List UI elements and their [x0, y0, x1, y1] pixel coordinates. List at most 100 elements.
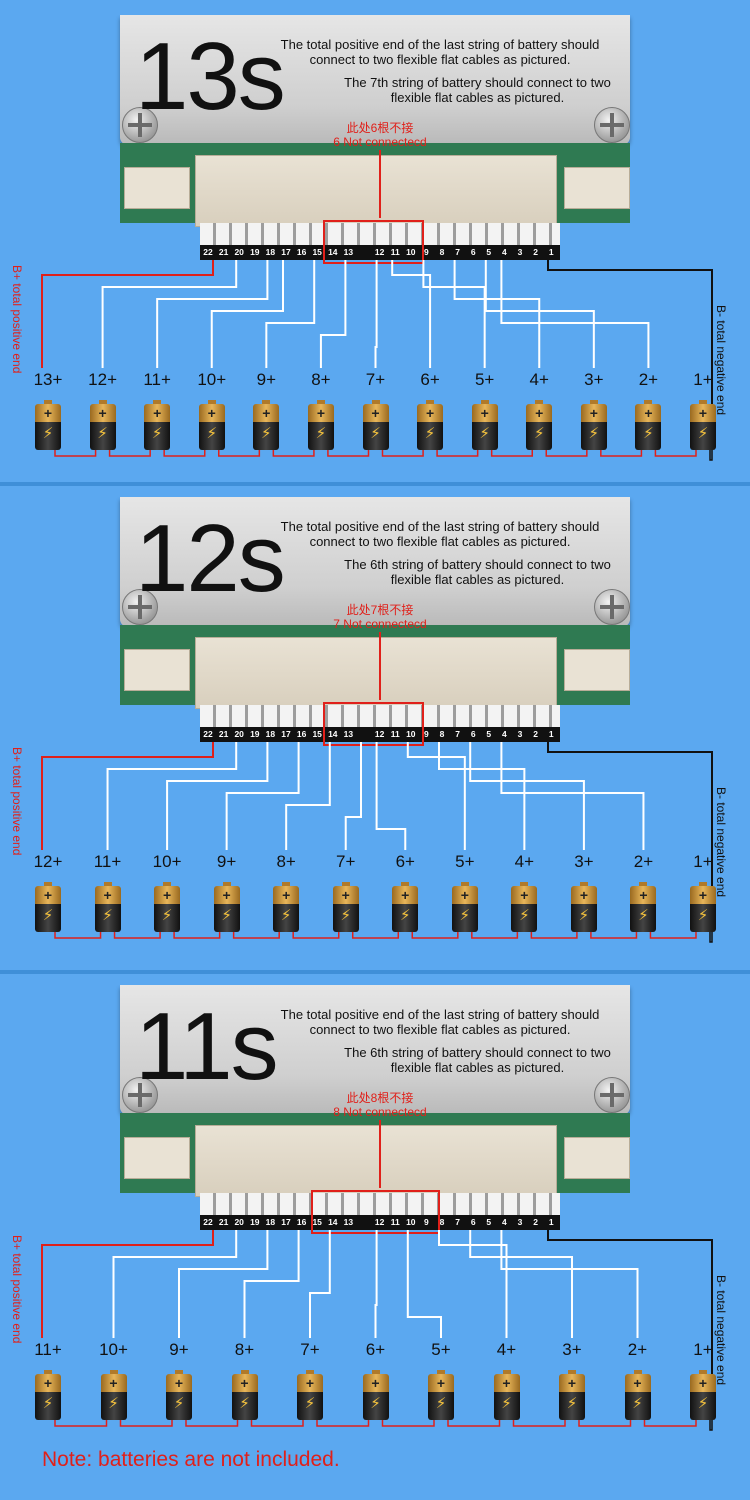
- pin-number-strip: [200, 1215, 560, 1230]
- cell-terminal-label: 6+: [420, 370, 440, 389]
- pin-number: 20: [234, 1217, 244, 1227]
- battery-icon: +⚡: [580, 400, 607, 450]
- screw-icon: [594, 1077, 630, 1113]
- battery-icon: +⚡: [297, 1370, 323, 1420]
- ffc-connector: [195, 1125, 557, 1197]
- side-connector: [124, 649, 190, 691]
- pin-number: 18: [265, 1217, 276, 1227]
- balance-wire: [406, 742, 466, 850]
- pin-number: 1: [548, 247, 554, 257]
- balance-wire: [344, 742, 362, 850]
- balance-wire: [453, 260, 541, 368]
- ffc-pins: [200, 223, 560, 245]
- note-string-connection: The 7th string of battery should connect…: [344, 75, 611, 105]
- battery-icon: +⚡: [630, 882, 657, 932]
- pin-number-strip: [200, 245, 560, 260]
- balance-wire: [391, 260, 432, 368]
- b-minus-wire: [547, 260, 713, 450]
- footer-note: Note: batteries are not included.: [42, 1448, 340, 1471]
- cell-terminal-label: 5+: [455, 852, 475, 871]
- balance-wire: [285, 742, 331, 850]
- balance-wire: [469, 742, 585, 850]
- series-count-label: 13s: [135, 23, 286, 130]
- pin-number: 1: [548, 729, 554, 739]
- pin-number: 4: [502, 729, 507, 739]
- pin-number: 4: [502, 1217, 507, 1227]
- pin-number: 9: [424, 1217, 429, 1227]
- b-minus-wire: [547, 742, 713, 932]
- pin-number: 14: [328, 729, 338, 739]
- pin-number: 9: [424, 729, 429, 739]
- balance-wire: [101, 260, 238, 368]
- pin-number: 14: [328, 1217, 338, 1227]
- pin-number: 7: [455, 247, 460, 257]
- bms-module-cover: [120, 985, 630, 1115]
- series-link-wire: [578, 1378, 632, 1427]
- cell-terminal-label: 4+: [514, 852, 535, 871]
- cell-terminal-label: 3+: [562, 1340, 582, 1359]
- battery-icon: +⚡: [198, 400, 225, 450]
- balance-wire: [469, 1230, 573, 1338]
- battery-icon: +⚡: [253, 400, 280, 450]
- pin-number: 12: [374, 247, 385, 257]
- battery-icon: +⚡: [526, 400, 553, 450]
- battery-icon: +⚡: [332, 882, 359, 932]
- battery-icon: +⚡: [570, 882, 597, 932]
- balance-wire: [166, 742, 269, 850]
- battery-icon: +⚡: [166, 1370, 192, 1420]
- cell-terminal-label: 7+: [336, 852, 356, 871]
- pin-number: 6: [470, 729, 476, 739]
- battery-icon: +⚡: [417, 400, 444, 450]
- pin-number: 14: [328, 247, 338, 257]
- pin-number: 13: [343, 1217, 354, 1227]
- note-string-connection: The 6th string of battery should connect…: [344, 557, 611, 587]
- series-link-wire: [381, 1378, 435, 1427]
- note-string-connection: The 6th string of battery should connect…: [344, 1045, 611, 1075]
- bms-module-cover: [120, 497, 630, 627]
- pin-number: 6: [470, 1217, 476, 1227]
- battery-icon: +⚡: [231, 1370, 258, 1420]
- b-plus-wire: [41, 742, 214, 850]
- battery-icon: +⚡: [213, 882, 240, 932]
- note-total-positive: The total positive end of the last strin…: [280, 519, 600, 549]
- pin-number: 11: [390, 247, 400, 257]
- balance-wire: [374, 1230, 378, 1338]
- pin-number: 5: [486, 247, 492, 257]
- pin-number: 19: [250, 1217, 260, 1227]
- b-minus-wire: [547, 1230, 713, 1420]
- battery-icon: +⚡: [471, 400, 498, 450]
- battery-icon: +⚡: [362, 1370, 389, 1420]
- not-connected-highlight: [323, 702, 424, 746]
- pin-number: 16: [296, 247, 307, 257]
- cell-terminal-label: 10+: [152, 852, 182, 871]
- cell-terminal-label: 4+: [529, 370, 549, 389]
- pin-number: 3: [517, 247, 523, 257]
- battery-icon: +⚡: [690, 400, 716, 450]
- b-minus-label: B- total negative end: [714, 787, 728, 898]
- ffc-pins: [200, 1193, 560, 1215]
- balance-wire: [210, 260, 284, 368]
- wiring-svg: [41, 1230, 713, 1431]
- battery-icon: +⚡: [511, 882, 538, 932]
- pin-number: 3: [517, 729, 523, 739]
- pin-number: 17: [281, 1217, 291, 1227]
- series-count-label: 12s: [135, 505, 286, 612]
- ffc-pins: [200, 705, 560, 727]
- side-connector: [564, 1137, 630, 1179]
- pin-number: 8: [439, 1217, 445, 1227]
- battery-icon: +⚡: [690, 882, 716, 932]
- cell-terminal-label: 4+: [496, 1340, 517, 1359]
- b-minus-label: B- total negative end: [714, 305, 728, 416]
- pin-number: 22: [203, 1217, 213, 1227]
- series-link-wire: [185, 1378, 239, 1427]
- pin-number: 19: [250, 247, 260, 257]
- cell-terminal-label: 6+: [365, 1340, 386, 1359]
- pointer-arrow: [379, 1120, 381, 1188]
- series-link-wire: [512, 1378, 566, 1427]
- pin-number: 2: [533, 729, 538, 739]
- cell-terminal-label: 8+: [234, 1340, 255, 1359]
